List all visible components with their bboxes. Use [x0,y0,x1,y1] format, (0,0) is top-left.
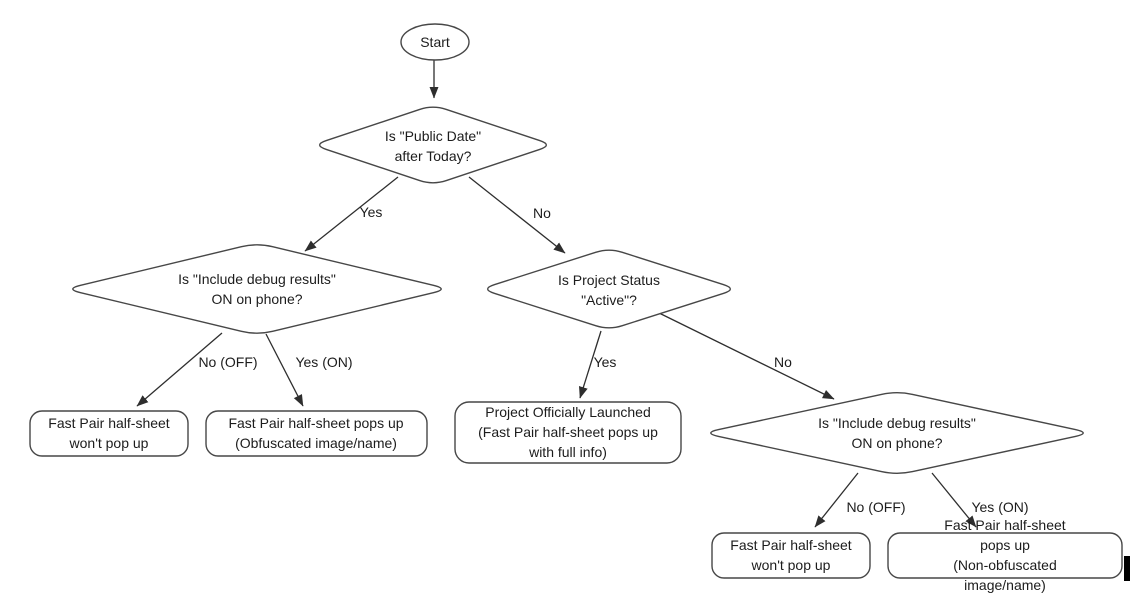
edge-label-yeson-right: Yes (ON) [971,499,1029,515]
edge-label-no-top: No [533,205,551,221]
decision-project-status-label: Is Project Status "Active"? [558,272,660,308]
result-wontpop-right-shape [711,532,871,579]
result-launched-shape [454,401,682,464]
edge-nooff-to-wontpop-left [136,332,223,407]
result-launched-label: Project Officially Launched (Fast Pair h… [478,404,658,460]
edge-yeson-to-obfuscated [265,333,304,407]
result-obfuscated-label: Fast Pair half-sheet pops up (Obfuscated… [228,415,404,451]
edge-label-nooff-right: No (OFF) [846,499,906,515]
edge-no-to-project-status [468,176,566,254]
result-nonobfuscated-label: Fast Pair half-sheet pops up (Non-obfusc… [944,517,1066,593]
edge-no-to-debug-right [654,310,835,400]
result-wontpop-right-label: Fast Pair half-sheet won't pop up [730,537,852,573]
edge-yes-to-launched [579,330,602,399]
edge-label-yes-mid: Yes [593,354,617,370]
start-node-label: Start [420,34,450,50]
edge-label-yes-top: Yes [359,204,383,220]
decision-debug-right-label: Is "Include debug results" ON on phone? [818,415,976,451]
decision-project-status-shape [486,249,732,329]
decision-public-date-label: Is "Public Date" after Today? [384,128,482,164]
edge-label-no-mid: No [774,354,792,370]
decision-debug-right-shape [710,392,1084,474]
edge-yeson-to-nonobfuscated [931,472,977,528]
edge-yes-to-debug-left [304,176,399,252]
text-cursor-artifact [1124,556,1130,581]
decision-debug-left-label: Is "Include debug results" ON on phone? [178,271,336,307]
result-obfuscated-shape [205,410,428,457]
edge-nooff-to-wontpop-right [814,472,859,528]
result-nonobfuscated-shape [887,532,1123,579]
start-node-shape [400,23,470,61]
decision-debug-left-shape [72,244,442,334]
edge-label-nooff-left: No (OFF) [198,354,258,370]
decision-public-date-shape [318,106,548,184]
result-wontpop-left-shape [29,410,189,457]
result-wontpop-left-label: Fast Pair half-sheet won't pop up [48,415,170,451]
edge-label-yeson-left: Yes (ON) [295,354,353,370]
